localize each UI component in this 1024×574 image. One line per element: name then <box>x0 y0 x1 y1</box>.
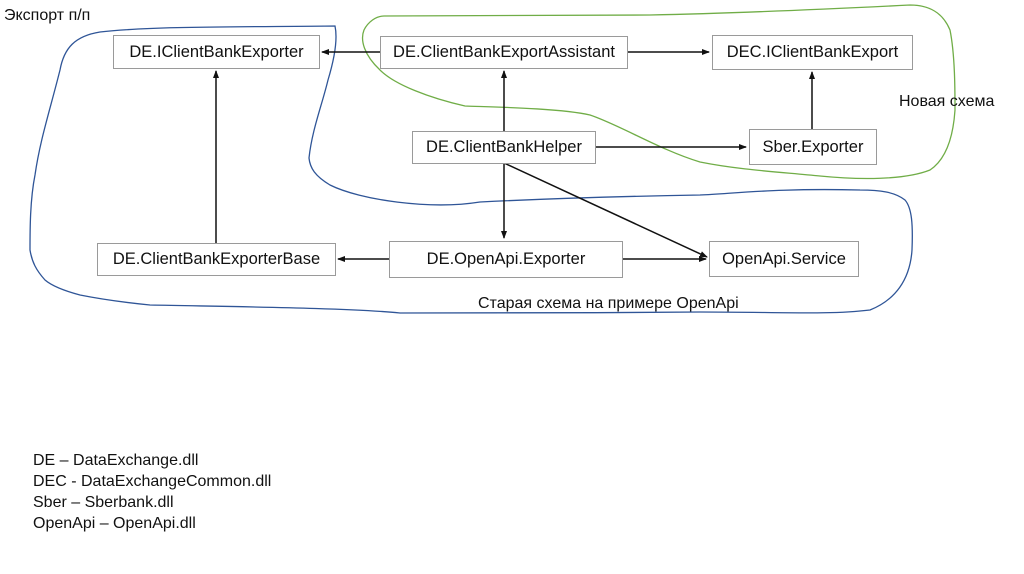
legend-item-de: DE – DataExchange.dll <box>33 452 199 469</box>
legend-item-sber: Sber – Sberbank.dll <box>33 494 174 511</box>
node-client-bank-export-assistant: DE.ClientBankExportAssistant <box>380 36 628 69</box>
legend-item-dec: DEC - DataExchangeCommon.dll <box>33 473 272 490</box>
node-dec-iclient-bank-export: DEC.IClientBankExport <box>712 35 913 70</box>
node-client-bank-helper: DE.ClientBankHelper <box>412 131 596 164</box>
edge-helper-to-openapi-service <box>503 162 708 258</box>
node-client-bank-exporter-base: DE.ClientBankExporterBase <box>97 243 336 276</box>
legend-item-openapi: OpenApi – OpenApi.dll <box>33 515 196 532</box>
legend: DE – DataExchange.dll DEC - DataExchange… <box>33 450 271 534</box>
node-iclient-bank-exporter: DE.IClientBankExporter <box>113 35 320 69</box>
new-scheme-outline <box>361 4 956 180</box>
old-scheme-label: Старая схема на примере OpenApi <box>478 295 739 312</box>
old-scheme-outline <box>29 25 913 314</box>
page-title: Экспорт п/п <box>4 7 91 24</box>
node-openapi-service: OpenApi.Service <box>709 241 859 277</box>
node-sber-exporter: Sber.Exporter <box>749 129 877 165</box>
node-openapi-exporter: DE.OpenApi.Exporter <box>389 241 623 278</box>
new-scheme-label: Новая схема <box>899 93 995 110</box>
